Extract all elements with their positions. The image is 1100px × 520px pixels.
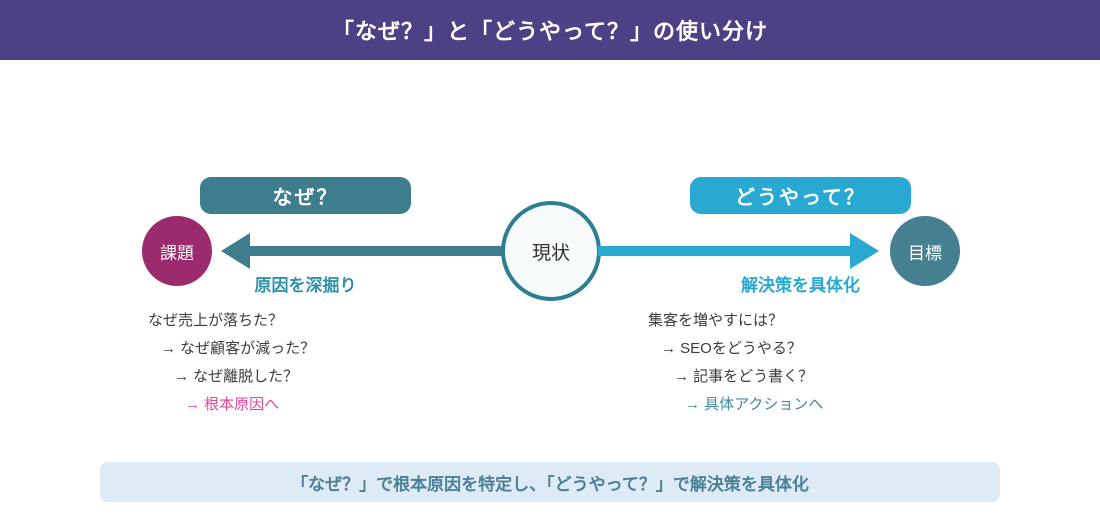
- how-arrow-shaft: [598, 246, 854, 256]
- title-bar: 「なぜ？」と「どうやって？」の使い分け: [0, 0, 1100, 60]
- how-pill: どうやって？: [690, 177, 911, 214]
- why-arrow-head-icon: [221, 233, 250, 269]
- current-state-node: 現状: [501, 201, 601, 301]
- why-arrow-label: 原因を深掘り: [254, 276, 357, 295]
- how-step-3: → 記事をどう書く？: [674, 368, 814, 385]
- why-step-2: → なぜ顧客が減った？: [161, 340, 316, 357]
- why-step-3: → なぜ離脱した？: [174, 368, 299, 385]
- goal-node: 目標: [890, 216, 960, 286]
- why-steps-list: なぜ売上が落ちた？ → なぜ顧客が減った？ → なぜ離脱した？ → 根本原因へ: [148, 307, 315, 419]
- how-step-1: 集客を増やすには？: [648, 312, 784, 329]
- page-title: 「なぜ？」と「どうやって？」の使い分け: [332, 19, 768, 44]
- why-pill: なぜ？: [200, 177, 411, 214]
- summary-banner: 「なぜ？」で根本原因を特定し、「どうやって？」で解決策を具体化: [100, 462, 1000, 502]
- how-step-4-action: → 具体アクションへ: [685, 396, 824, 413]
- how-step-2: → SEOをどうやる？: [661, 340, 802, 357]
- how-steps-list: 集客を増やすには？ → SEOをどうやる？ → 記事をどう書く？ → 具体アクシ…: [648, 307, 823, 419]
- summary-text: 「なぜ？」で根本原因を特定し、「どうやって？」で解決策を具体化: [291, 474, 809, 494]
- why-step-1: なぜ売上が落ちた？: [148, 312, 284, 329]
- how-arrow-head-icon: [850, 233, 879, 269]
- why-step-4-root-cause: → 根本原因へ: [185, 396, 280, 413]
- how-arrow-label: 解決策を具体化: [741, 276, 860, 295]
- why-arrow-shaft: [246, 246, 502, 256]
- problem-node: 課題: [142, 216, 212, 286]
